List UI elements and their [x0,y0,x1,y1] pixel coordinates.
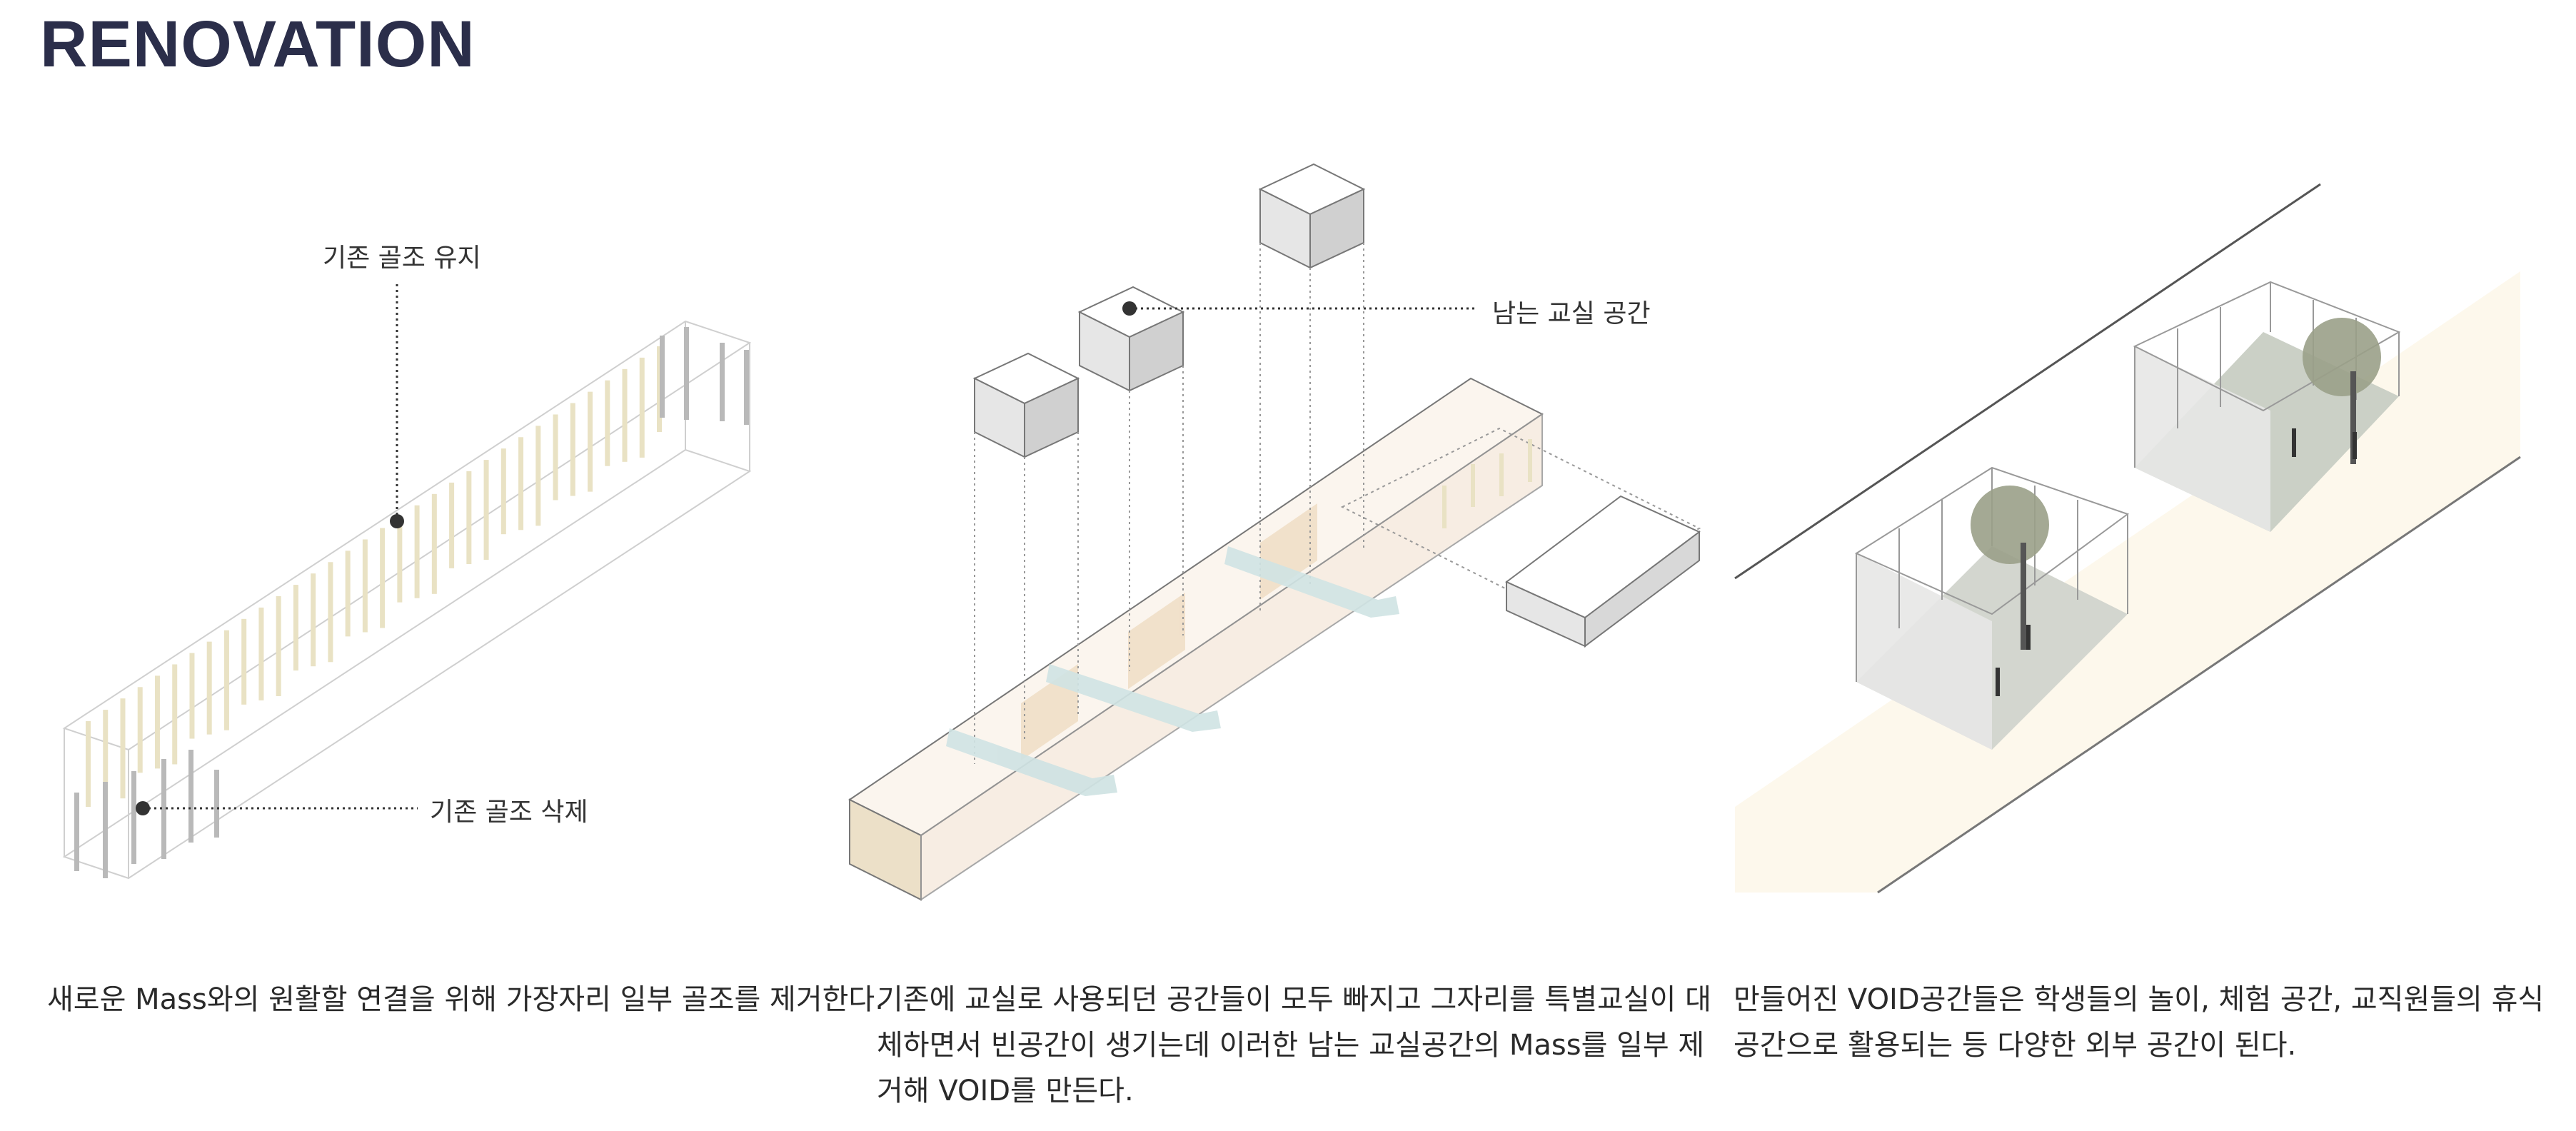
kept-column [605,380,610,466]
page-title: RENOVATION [40,8,476,81]
kept-column [380,528,386,628]
panel-2-mass-diagram [848,163,1701,901]
kept-column [535,426,541,526]
caption-line: 거해 VOID를 만든다. [877,1075,1134,1107]
void-box-1 [1854,466,2130,750]
projection-lines [974,243,1364,764]
kept-column [293,585,298,671]
kept-column [362,539,368,633]
void-box-2 [2133,281,2401,532]
kept-column [328,562,333,663]
site-line-top [1734,183,2321,580]
kept-column [657,346,662,432]
kept-column [553,414,558,501]
kept-column [500,448,506,535]
kept-column [518,437,524,531]
kept-column [483,460,489,561]
kept-column [189,653,195,739]
kept-column [588,391,593,492]
kept-column [466,471,472,564]
kept-column [120,698,126,799]
annex-columns [1442,439,1532,528]
kept-column [311,573,316,667]
kept-column [414,505,420,598]
frame-outline [62,320,752,880]
kept-column [276,596,281,696]
kept-column [172,664,178,765]
kept-column [154,675,160,769]
removed-columns-left [74,750,219,878]
kept-column [397,516,403,603]
kept-column [241,618,247,705]
mass-bar-top [848,377,1544,837]
panel-3-void-diagram [1734,183,2521,894]
kept-column [449,482,455,568]
removed-columns-right [660,327,749,425]
site-line-bottom [1877,456,2521,894]
kept-column [206,641,212,735]
leader-remaining-class [1122,301,1478,316]
caption-line: 새로운 Mass와의 원활할 연결을 위해 가장자리 일부 골조를 제거한다. [47,983,884,1016]
kept-column [137,687,143,773]
panel-1-frame-diagram [62,284,752,880]
flow-arrows [946,546,1399,796]
caption-line: 공간으로 활용되는 등 다양한 외부 공간이 된다. [1734,1029,2297,1062]
annex-block [1340,427,1701,648]
caption-line: 만들어진 VOID공간들은 학생들의 놀이, 체험 공간, 교직원들의 휴식 [1734,983,2545,1016]
caption-panel-3: 만들어진 VOID공간들은 학생들의 놀이, 체험 공간, 교직원들의 휴식 공… [1734,977,2555,1068]
label-remaining-class: 남는 교실 공간 [1492,299,1651,328]
kept-columns [86,346,662,807]
kept-column [639,357,645,458]
label-kept-frame: 기존 골조 유지 [323,243,481,273]
kept-column [258,607,264,700]
caption-line: 체하면서 빈공간이 생기는데 이러한 남는 교실공간의 Mass를 일부 제 [877,1029,1705,1062]
kept-column [86,721,91,807]
caption-line: 기존에 교실로 사용되던 공간들이 모두 빠지고 그자리를 특별교실이 대 [877,983,1711,1016]
kept-column [570,403,575,496]
removed-box-1 [972,352,1080,458]
label-removed-frame: 기존 골조 삭제 [430,798,588,827]
kept-column [431,493,437,594]
mass-bar-side [920,413,1543,901]
leader-kept [390,284,404,528]
removed-box-3 [1258,163,1366,269]
kept-column [622,368,628,462]
caption-panel-2: 기존에 교실로 사용되던 공간들이 모두 빠지고 그자리를 특별교실이 대 체하… [877,977,1711,1114]
kept-column [103,710,109,803]
caption-panel-1: 새로운 Mass와의 원활할 연결을 위해 가장자리 일부 골조를 제거한다. [47,977,884,1022]
kept-column [223,630,229,730]
kept-column [345,551,351,637]
leader-removed [136,801,418,815]
